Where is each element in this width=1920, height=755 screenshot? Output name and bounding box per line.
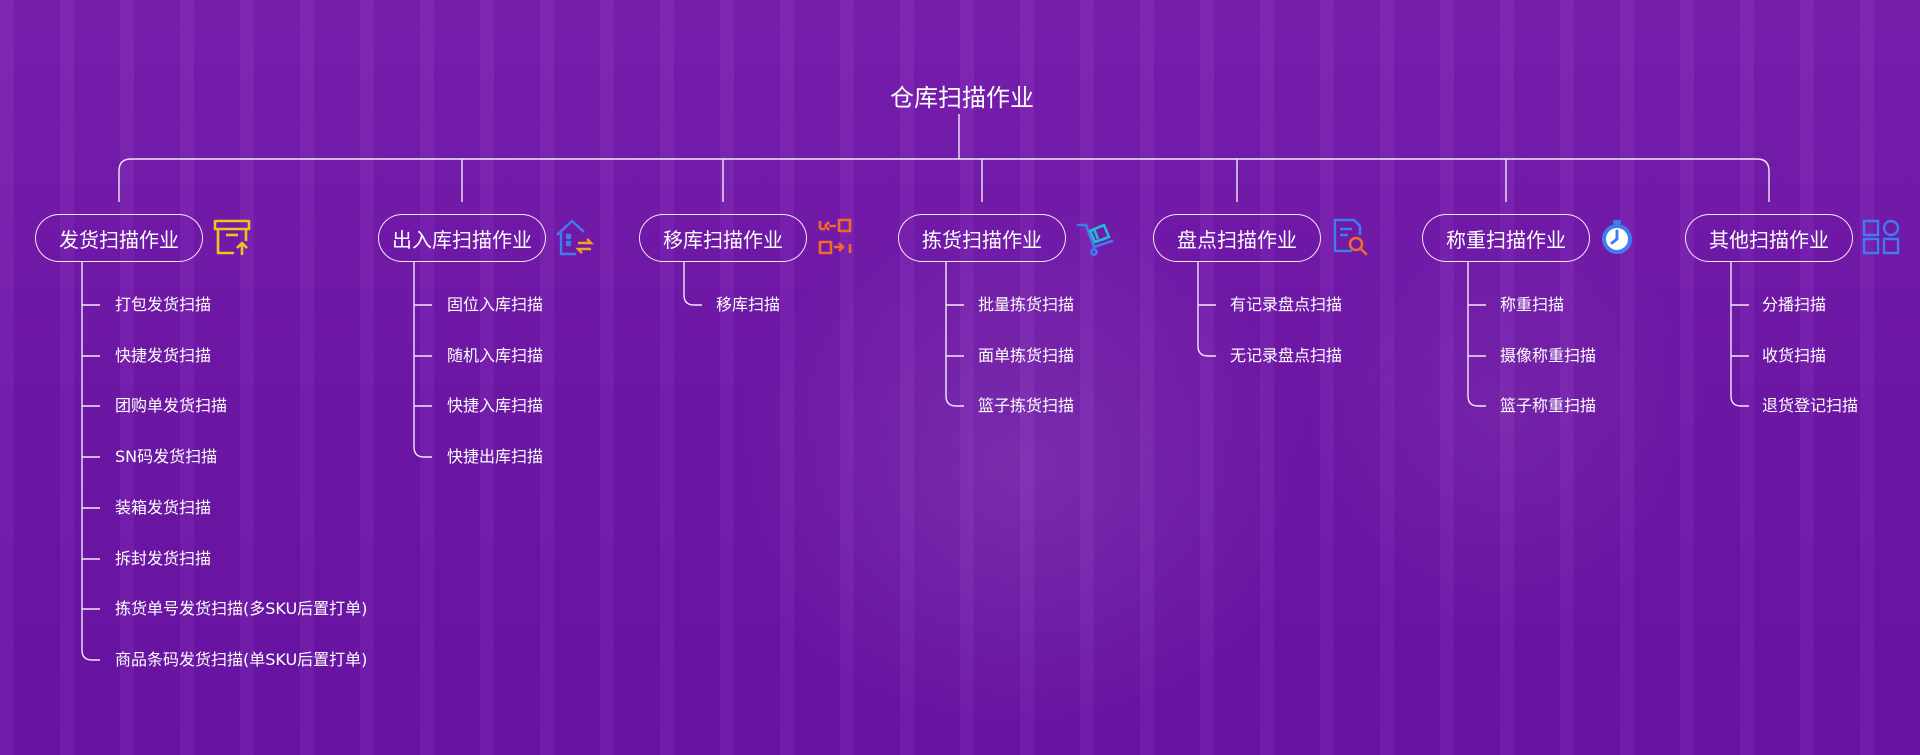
list-item[interactable]: 篮子称重扫描: [1500, 396, 1597, 415]
branch-line: [1467, 262, 1486, 407]
list-item[interactable]: 团购单发货扫描: [115, 396, 228, 415]
page-title: 仓库扫描作业: [890, 84, 1034, 112]
category-inventory-scan[interactable]: 盘点扫描作业: [1153, 214, 1321, 262]
list-item[interactable]: 有记录盘点扫描: [1230, 295, 1343, 314]
box-upload-icon: [213, 219, 251, 255]
branch-line: [81, 262, 100, 661]
category-other-scan[interactable]: 其他扫描作业: [1685, 214, 1853, 262]
branch-line: [1197, 262, 1216, 357]
list-item[interactable]: 面单拣货扫描: [978, 346, 1075, 365]
category-move-scan[interactable]: 移库扫描作业: [639, 214, 807, 262]
list-item[interactable]: 装箱发货扫描: [115, 498, 212, 517]
list-item[interactable]: 快捷出库扫描: [447, 447, 544, 466]
list-item[interactable]: 打包发货扫描: [115, 295, 212, 314]
list-item[interactable]: 移库扫描: [716, 295, 781, 314]
list-item[interactable]: 摄像称重扫描: [1500, 346, 1597, 365]
branch-line: [413, 262, 432, 458]
list-item[interactable]: 篮子拣货扫描: [978, 396, 1075, 415]
category-shipping-scan[interactable]: 发货扫描作业: [35, 214, 203, 262]
stopwatch-icon: [1602, 220, 1632, 254]
branch-line: [683, 262, 702, 306]
list-item[interactable]: 批量拣货扫描: [978, 295, 1075, 314]
document-search-icon: [1333, 218, 1368, 256]
list-item[interactable]: 拆封发货扫描: [115, 549, 212, 568]
list-item[interactable]: 称重扫描: [1500, 295, 1565, 314]
category-picking-scan[interactable]: 拣货扫描作业: [898, 214, 1066, 262]
cart-icon: [1076, 223, 1114, 256]
branch-line: [945, 262, 964, 407]
list-item[interactable]: 快捷发货扫描: [115, 346, 212, 365]
list-item[interactable]: 无记录盘点扫描: [1230, 346, 1343, 365]
category-inout-scan[interactable]: 出入库扫描作业: [378, 214, 546, 262]
list-item[interactable]: 拣货单号发货扫描(多SKU后置打单): [115, 599, 368, 618]
list-item[interactable]: 随机入库扫描: [447, 346, 544, 365]
list-item[interactable]: SN码发货扫描: [115, 447, 218, 466]
list-item[interactable]: 分播扫描: [1762, 295, 1827, 314]
top-bar-line: [118, 158, 1770, 202]
category-weighing-scan[interactable]: 称重扫描作业: [1422, 214, 1590, 262]
list-item[interactable]: 固位入库扫描: [447, 295, 544, 314]
move-arrows-icon: [818, 218, 852, 255]
warehouse-transfer-icon: [556, 219, 594, 256]
list-item[interactable]: 快捷入库扫描: [447, 396, 544, 415]
list-item[interactable]: 收货扫描: [1762, 346, 1827, 365]
grid-icon: [1862, 219, 1900, 255]
list-item[interactable]: 商品条码发货扫描(单SKU后置打单): [115, 650, 368, 669]
list-item[interactable]: 退货登记扫描: [1762, 396, 1859, 415]
branch-line: [1730, 262, 1749, 407]
